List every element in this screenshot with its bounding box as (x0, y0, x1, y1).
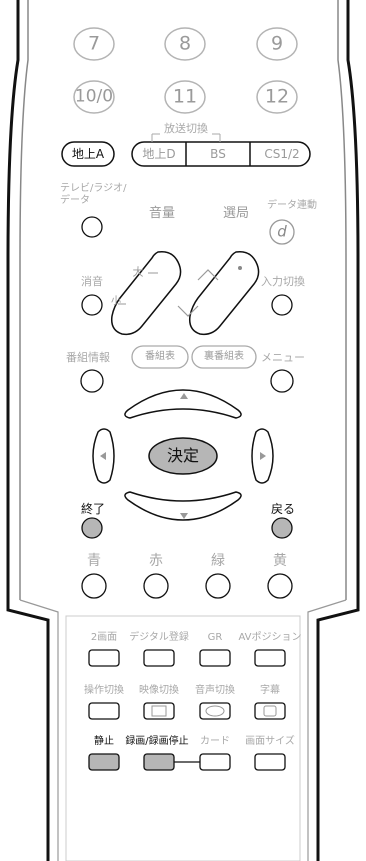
screen-size-label: 画面サイズ (245, 736, 295, 747)
left-arrow-icon (100, 452, 106, 460)
end-label: 終了 (80, 502, 106, 516)
video-switch-button[interactable] (143, 702, 175, 720)
right-arrow-icon (260, 452, 266, 460)
tv-radio-data-label-1: テレビ/ラジオ/ (60, 183, 127, 194)
program-guide-button[interactable] (131, 345, 189, 369)
digit-button-12[interactable] (256, 80, 298, 114)
terrestrial-analog-button[interactable] (61, 141, 115, 167)
cs-label[interactable]: CS1/2 (264, 147, 300, 161)
channel-select-label: 選局 (222, 206, 250, 221)
data-symbol-icon: d (277, 222, 287, 241)
audio-switch-icon (205, 705, 225, 717)
program-guide-label: 番組表 (145, 351, 175, 362)
video-switch-icon (151, 705, 167, 717)
dpad-right-button[interactable] (251, 428, 274, 484)
av-position-label: AVポジション (238, 632, 302, 643)
digit-button-10[interactable] (73, 80, 115, 114)
digit-label-11: 11 (172, 85, 198, 108)
digital-register-label: デジタル登録 (129, 632, 189, 643)
card-label: カード (200, 736, 230, 747)
volume-label: 音量 (148, 206, 176, 221)
digital-register-button[interactable] (143, 649, 175, 667)
data-link-button[interactable] (269, 219, 295, 245)
red-button[interactable] (143, 573, 169, 599)
subtitle-label: 字幕 (260, 685, 280, 696)
broadcast-switch-group (131, 141, 311, 167)
tv-radio-data-button[interactable] (81, 216, 103, 238)
screen-size-button[interactable] (254, 753, 286, 771)
digit-button-9[interactable] (256, 27, 298, 61)
green-label: 緑 (211, 553, 225, 569)
menu-button[interactable] (270, 369, 294, 393)
end-button[interactable] (81, 517, 103, 539)
volume-down-label: 小 (111, 296, 121, 307)
remote-body-outline (6, 0, 360, 861)
volume-rocker[interactable] (110, 250, 182, 336)
av-position-button[interactable] (254, 649, 286, 667)
bs-label[interactable]: BS (210, 147, 226, 161)
red-label: 赤 (149, 553, 163, 569)
back-button[interactable] (271, 517, 293, 539)
subtitle-icon (263, 705, 277, 717)
back-program-guide-button[interactable] (191, 345, 257, 369)
digit-button-8[interactable] (164, 27, 206, 61)
still-label: 静止 (94, 736, 114, 747)
down-chevron-icon (177, 305, 199, 317)
audio-switch-label: 音声切換 (195, 685, 235, 696)
dual-screen-button[interactable] (88, 649, 120, 667)
input-switch-label: 入力切換 (261, 275, 305, 288)
green-button[interactable] (205, 573, 231, 599)
channel-rocker[interactable] (188, 250, 260, 336)
dpad-up-button[interactable] (124, 389, 242, 419)
program-info-button[interactable] (80, 369, 104, 393)
gr-label: GR (207, 632, 223, 643)
data-link-label: データ連動 (267, 200, 317, 211)
operation-switch-label: 操作切換 (84, 685, 124, 696)
digit-label-9: 9 (270, 32, 284, 55)
dpad-down-button[interactable] (124, 491, 242, 521)
record-label: 録画/録画停止 (125, 736, 189, 747)
dpad-left-button[interactable] (92, 428, 115, 484)
yellow-label: 黄 (273, 553, 287, 569)
channel-up-dot (238, 266, 242, 270)
enter-button[interactable] (148, 437, 218, 475)
blue-button[interactable] (81, 573, 107, 599)
card-button[interactable] (199, 753, 231, 771)
blue-label: 青 (87, 553, 101, 569)
down-arrow-icon (180, 513, 188, 519)
digit-label-12: 12 (264, 85, 290, 108)
up-chevron-icon (197, 269, 219, 281)
input-switch-button[interactable] (271, 294, 293, 316)
up-arrow-icon (180, 393, 188, 399)
yellow-button[interactable] (267, 573, 293, 599)
mute-button[interactable] (81, 294, 103, 316)
mute-label: 消音 (81, 275, 103, 288)
digit-label-10: 10/0 (74, 86, 114, 107)
record-button[interactable] (143, 753, 175, 771)
terrestrial-analog-label: 地上A (71, 147, 105, 161)
volume-up-label: 大 (132, 265, 144, 279)
digit-label-8: 8 (178, 32, 192, 55)
terrestrial-digital-label[interactable]: 地上D (142, 147, 176, 161)
subtitle-button[interactable] (254, 702, 286, 720)
audio-switch-button[interactable] (199, 702, 231, 720)
digit-button-7[interactable] (73, 27, 115, 61)
operation-switch-button[interactable] (88, 702, 120, 720)
program-info-label: 番組情報 (66, 351, 110, 364)
dual-screen-label: 2画面 (90, 632, 118, 643)
tv-radio-data-label-2: データ (60, 195, 90, 206)
video-switch-label: 映像切換 (139, 685, 179, 696)
still-button[interactable] (88, 753, 120, 771)
broadcast-switch-caption: 放送切換 (164, 122, 208, 135)
digit-label-7: 7 (87, 32, 101, 55)
lower-panel (65, 615, 301, 861)
back-program-guide-label: 裏番組表 (204, 351, 244, 362)
digit-button-11[interactable] (164, 80, 206, 114)
enter-label: 決定 (166, 446, 200, 465)
back-label: 戻る (270, 502, 296, 516)
gr-button[interactable] (199, 649, 231, 667)
menu-label: メニュー (261, 351, 305, 364)
